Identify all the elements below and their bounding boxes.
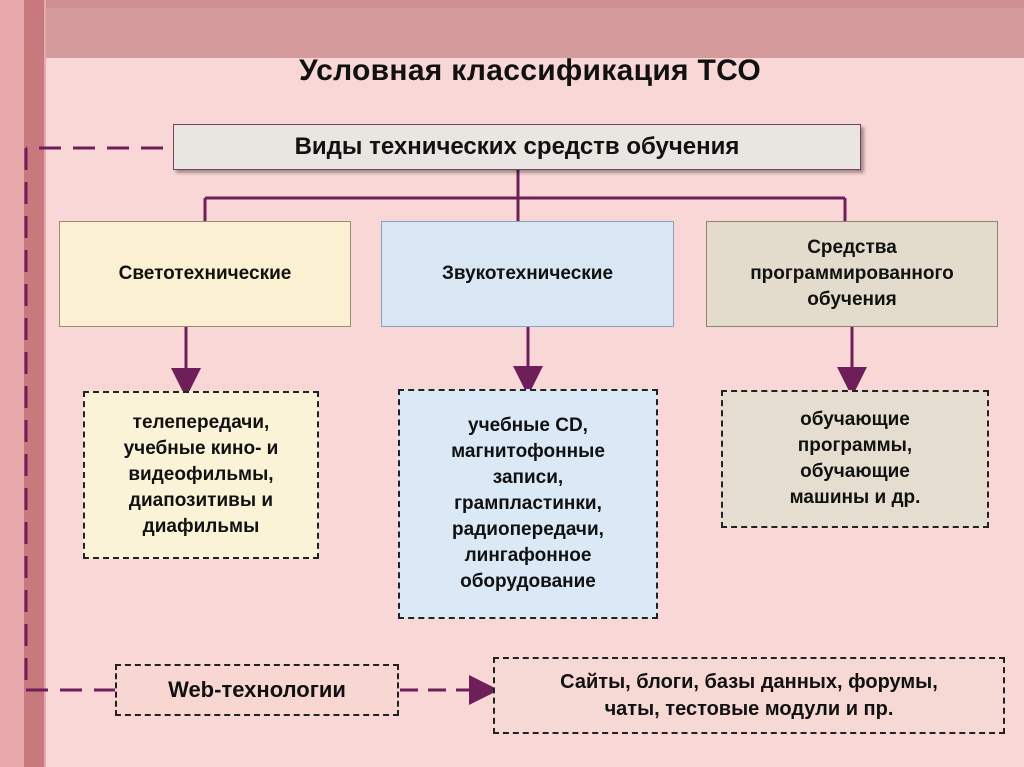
example-line: оборудование <box>460 571 596 592</box>
web-examples-box: Сайты, блоги, базы данных, форумы, чаты,… <box>493 657 1005 734</box>
web-technologies-box: Web-технологии <box>115 664 399 716</box>
example-line: чаты, тестовые модули и пр. <box>604 697 894 720</box>
example-line: записи, <box>492 467 564 488</box>
examples-list: учебные CD, магнитофонные записи, грампл… <box>451 413 605 595</box>
top-decor-bar <box>0 0 1024 58</box>
example-line: Сайты, блоги, базы данных, форумы, <box>560 670 938 693</box>
top-decor-strip <box>0 0 1024 8</box>
example-line: машины и др. <box>789 487 921 508</box>
examples-list: Сайты, блоги, базы данных, форумы, чаты,… <box>560 669 938 723</box>
example-line: программы, <box>797 435 913 456</box>
category-box-sound: Звукотехнические <box>381 221 674 327</box>
example-line: телепередачи, <box>132 412 270 433</box>
example-line: диапозитивы и <box>128 490 274 511</box>
examples-box-light: телепередачи, учебные кино- и видеофильм… <box>83 391 319 559</box>
left-decor-strip <box>24 0 44 767</box>
examples-list: обучающие программы, обучающие машины и … <box>790 407 921 511</box>
example-line: грампластинки, <box>454 493 602 514</box>
example-line: лингафонное <box>464 545 592 566</box>
example-line: радиопередачи, <box>452 519 604 540</box>
example-line: обучающие <box>800 409 910 430</box>
category-label: Средства программированного обучения <box>750 237 954 310</box>
examples-list: телепередачи, учебные кино- и видеофильм… <box>124 410 279 540</box>
example-line: магнитофонные <box>451 441 605 462</box>
category-box-programmed: Средства программированного обучения <box>706 221 998 327</box>
example-line: видеофильмы, <box>128 464 274 485</box>
example-line: учебные кино- и <box>123 438 279 459</box>
page-title: Условная классификация ТСО <box>299 54 761 87</box>
category-box-light: Светотехнические <box>59 221 351 327</box>
root-category-box: Виды технических средств обучения <box>173 124 861 170</box>
example-line: диафильмы <box>142 516 260 537</box>
example-line: обучающие <box>800 461 910 482</box>
examples-box-programmed: обучающие программы, обучающие машины и … <box>721 390 989 528</box>
examples-box-sound: учебные CD, магнитофонные записи, грампл… <box>398 389 658 619</box>
example-line: учебные CD, <box>468 415 588 436</box>
